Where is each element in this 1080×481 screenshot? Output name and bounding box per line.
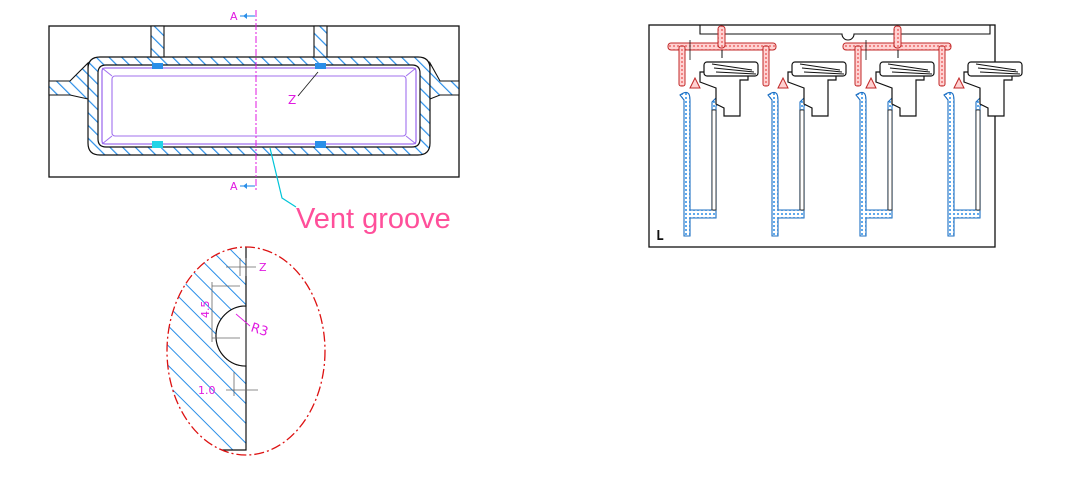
mold-section-view: L xyxy=(648,24,1023,248)
vent-gap-ring xyxy=(87,56,431,156)
sprue-plate xyxy=(699,25,991,41)
top-view: A A Z Vent groove xyxy=(48,10,460,235)
detail-view: Z 4.5 R3 1.0 xyxy=(166,246,326,456)
vent-slot-highlighted xyxy=(152,141,163,148)
cavity-1 xyxy=(679,61,759,237)
vent-slot xyxy=(152,63,163,69)
dim-offset: 1.0 xyxy=(198,384,216,397)
vent-channel-left xyxy=(150,25,165,58)
detail-boundary xyxy=(166,246,326,456)
vent-groove-leader xyxy=(269,147,297,208)
sprue xyxy=(717,25,726,49)
dim-depth: 4.5 xyxy=(199,301,212,319)
vent-channel-right xyxy=(313,25,328,58)
vent-slot xyxy=(315,141,326,148)
part-outline-inner xyxy=(111,75,407,137)
part-outline-outer xyxy=(101,67,417,145)
cavity-2 xyxy=(767,61,847,237)
dim-radius: R3 xyxy=(249,321,270,341)
corner-mark: L xyxy=(656,229,664,244)
sprue xyxy=(893,25,902,49)
detail-ref-leader xyxy=(297,71,319,97)
section-mark-bottom: A xyxy=(230,180,238,193)
detail-ref-label: Z xyxy=(288,93,296,107)
vent-groove-label: Vent groove xyxy=(296,203,451,235)
section-mark-top: A xyxy=(230,10,238,23)
vent-channel-side-right xyxy=(429,60,460,100)
cavity-4 xyxy=(943,61,1023,237)
detail-ref-z: Z xyxy=(259,261,267,274)
vent-slot xyxy=(315,63,326,69)
vent-channel-side-left xyxy=(48,61,89,100)
cavity-3 xyxy=(855,61,935,237)
